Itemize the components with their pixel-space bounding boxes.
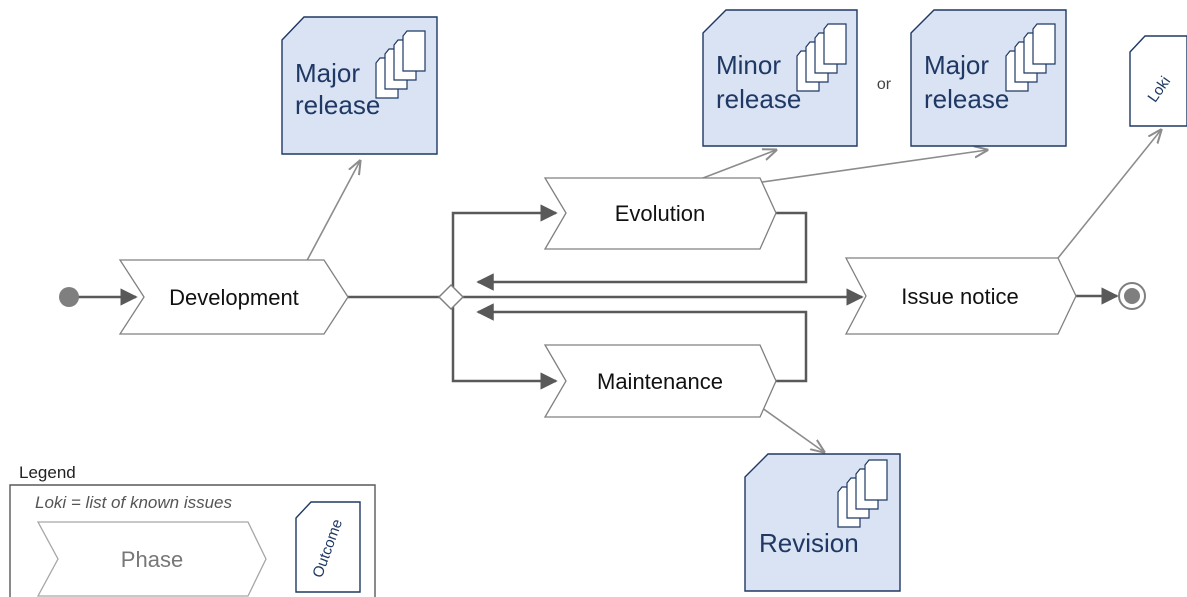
decision-to-maintenance-arrow (451, 307, 558, 390)
issue-notice-to-loki-arrow (1049, 130, 1161, 269)
decision-to-evolution-arrow (451, 204, 558, 287)
legend-phase-label: Phase (121, 547, 183, 572)
document-stack-icon (796, 23, 847, 92)
outcome-loki: Loki (1129, 35, 1187, 127)
legend-note: Loki = list of known issues (35, 493, 233, 512)
or-label: or (877, 76, 892, 93)
revision-label: Revision (759, 528, 859, 558)
development-to-major-release-arrow (302, 161, 360, 269)
major-release-2-line2: release (924, 84, 1009, 114)
document-stack-icon (375, 30, 426, 99)
major-release-1-line2: release (295, 90, 380, 120)
phase-evolution: Evolution (543, 177, 777, 250)
major-release-1-line1: Major (295, 58, 360, 88)
evolution-to-major-release-arrow (733, 150, 987, 187)
legend-phase-shape: Phase (36, 521, 267, 597)
minor-release-line1: Minor (716, 50, 781, 80)
flow-connectors (70, 204, 1119, 390)
phase-issue-notice-label: Issue notice (901, 284, 1018, 309)
decision-node (437, 283, 465, 311)
phase-evolution-label: Evolution (615, 201, 706, 226)
phase-development: Development (118, 259, 349, 335)
end-node-core (1124, 288, 1140, 304)
phase-development-label: Development (169, 285, 299, 310)
legend: Legend Loki = list of known issues Phase… (9, 463, 376, 597)
phase-issue-notice: Issue notice (844, 257, 1077, 335)
outcome-revision: Revision (744, 453, 901, 592)
outcome-connectors (302, 130, 1161, 452)
maintenance-return-arrow (476, 303, 808, 383)
phase-maintenance-label: Maintenance (597, 369, 723, 394)
outcome-minor-release: Minor release (702, 9, 858, 147)
major-release-2-line1: Major (924, 50, 989, 80)
legend-title: Legend (19, 463, 76, 482)
maintenance-to-revision-arrow (757, 404, 824, 452)
start-node (59, 287, 79, 307)
legend-box (9, 484, 376, 597)
outcome-major-release-1: Major release (281, 16, 438, 155)
document-stack-icon (837, 459, 888, 528)
outcome-major-release-2: Major release (910, 9, 1067, 147)
phase-maintenance: Maintenance (543, 344, 777, 418)
document-stack-icon (1005, 23, 1056, 92)
legend-outcome-shape: Outcome (295, 501, 361, 593)
minor-release-line2: release (716, 84, 801, 114)
evolution-return-arrow (476, 211, 808, 291)
